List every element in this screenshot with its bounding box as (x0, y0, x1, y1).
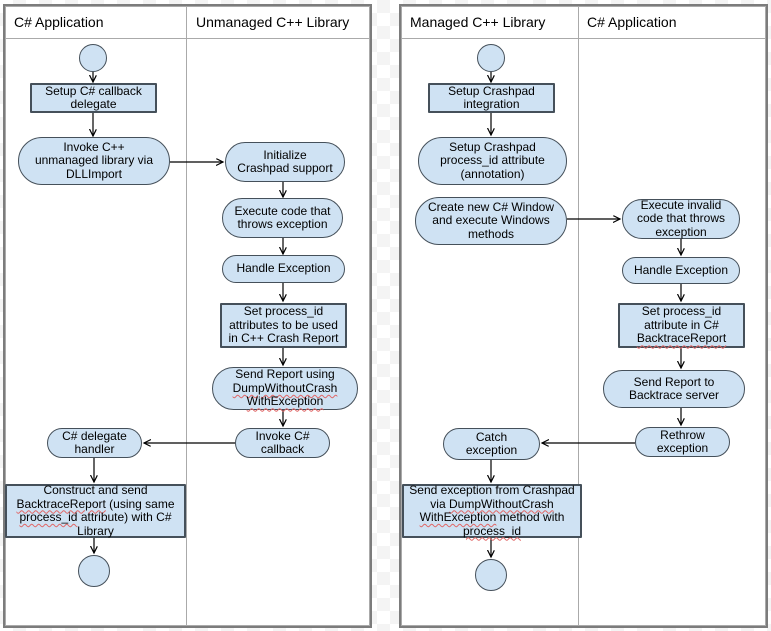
swimlane-panel-left: C# Application Unmanaged C++ Library Set… (3, 4, 372, 628)
swimlane-panel-right: Managed C++ Library C# Application Setup… (399, 4, 768, 628)
lane-header-row (5, 6, 370, 39)
activity-invoke-csharp-callback: Invoke C#callback (235, 428, 330, 458)
panel-inner-frame (401, 6, 766, 626)
start-node (79, 44, 107, 72)
lane-divider (578, 6, 579, 626)
lane-title-csharp-application: C# Application (14, 14, 104, 30)
lane-title-unmanaged-cpp-library: Unmanaged C++ Library (196, 14, 350, 30)
start-node (477, 44, 505, 72)
lane-title-csharp-application: C# Application (587, 14, 677, 30)
panel-inner-frame (5, 6, 370, 626)
lane-header-row (401, 6, 766, 39)
end-node (78, 555, 110, 587)
lane-divider (186, 6, 187, 626)
activity-handle-exception: Handle Exception (222, 255, 345, 283)
activity-handle-exception: Handle Exception (622, 257, 740, 284)
end-node (475, 559, 507, 591)
lane-title-managed-cpp-library: Managed C++ Library (410, 14, 546, 30)
